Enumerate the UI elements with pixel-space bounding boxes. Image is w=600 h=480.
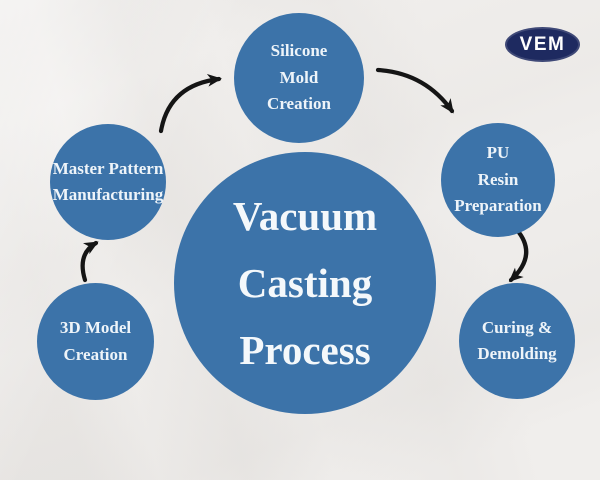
step-label: 3D Model Creation bbox=[59, 318, 132, 364]
center-title-line-2: Casting bbox=[237, 259, 373, 306]
step-node-pu-resin-preparation: PU Resin Preparation bbox=[441, 123, 555, 237]
arrow-master-to-silicone-icon bbox=[158, 74, 223, 134]
step-label: Silicone Mold Creation bbox=[267, 41, 331, 114]
vem-logo: VEM bbox=[505, 27, 580, 62]
vem-logo-text: VEM bbox=[519, 33, 566, 55]
step-label: PU Resin Preparation bbox=[454, 143, 542, 216]
step-label: Curing & Demolding bbox=[477, 317, 557, 364]
arrow-silicone-to-pu-icon bbox=[375, 67, 455, 114]
step-label: Master Pattern Manufacturing bbox=[52, 158, 164, 205]
center-title-line-3: Process bbox=[239, 326, 371, 373]
center-node-vacuum-casting-process: Vacuum Casting Process bbox=[174, 152, 436, 414]
step-node-curing-demolding: Curing & Demolding bbox=[459, 283, 575, 399]
arrow-pu-to-curing-icon bbox=[508, 227, 529, 283]
arrow-3d-to-master-icon bbox=[80, 240, 99, 283]
center-title-line-1: Vacuum bbox=[232, 192, 378, 239]
step-node-silicone-mold-creation: Silicone Mold Creation bbox=[234, 13, 364, 143]
step-node-master-pattern-manufacturing: Master Pattern Manufacturing bbox=[50, 124, 166, 240]
center-title: Vacuum Casting Process bbox=[233, 183, 377, 384]
step-node-3d-model-creation: 3D Model Creation bbox=[37, 283, 154, 400]
